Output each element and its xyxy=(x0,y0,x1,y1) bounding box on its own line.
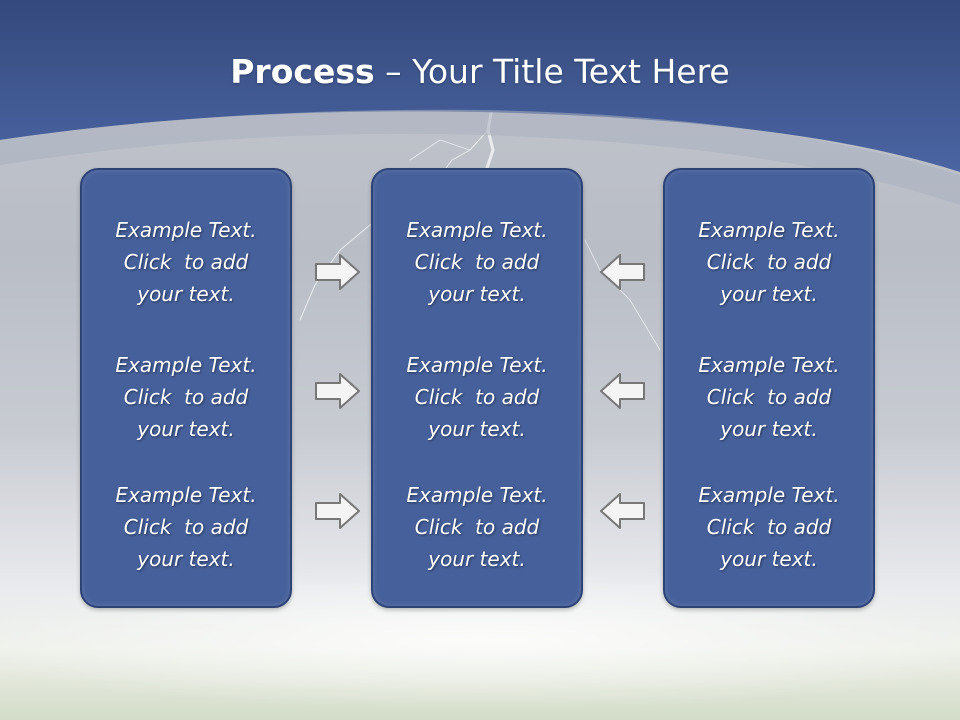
text-line: Example Text. xyxy=(698,218,840,242)
text-block[interactable]: Example Text. Click to add your text. xyxy=(373,214,581,310)
text-line: Click to add xyxy=(706,385,832,409)
text-line: your text. xyxy=(137,282,235,306)
text-line: Example Text. xyxy=(115,218,257,242)
text-line: your text. xyxy=(137,417,235,441)
title-bold: Process xyxy=(230,52,375,91)
text-line: Click to add xyxy=(123,250,249,274)
slide-title: Process – Your Title Text Here xyxy=(0,52,960,91)
text-block[interactable]: Example Text. Click to add your text. xyxy=(373,479,581,575)
text-line: Example Text. xyxy=(406,483,548,507)
text-line: Click to add xyxy=(414,250,540,274)
left-arrow-icon xyxy=(600,254,645,290)
text-line: Click to add xyxy=(706,250,832,274)
text-block[interactable]: Example Text. Click to add your text. xyxy=(82,349,290,445)
process-box-center[interactable]: Example Text. Click to add your text. Ex… xyxy=(371,168,583,608)
text-line: your text. xyxy=(720,282,818,306)
text-line: your text. xyxy=(720,547,818,571)
text-block[interactable]: Example Text. Click to add your text. xyxy=(665,349,873,445)
left-arrow-icon xyxy=(600,493,645,529)
title-rest: – Your Title Text Here xyxy=(374,52,730,91)
right-arrow-icon xyxy=(315,373,360,409)
text-line: your text. xyxy=(428,417,526,441)
text-line: Example Text. xyxy=(406,353,548,377)
text-line: your text. xyxy=(428,547,526,571)
header-swoosh xyxy=(0,109,960,205)
text-line: Click to add xyxy=(123,385,249,409)
text-line: Example Text. xyxy=(698,353,840,377)
header-band xyxy=(0,0,960,172)
text-line: Example Text. xyxy=(115,353,257,377)
text-block[interactable]: Example Text. Click to add your text. xyxy=(373,349,581,445)
text-line: Click to add xyxy=(414,385,540,409)
text-block[interactable]: Example Text. Click to add your text. xyxy=(82,214,290,310)
process-box-right[interactable]: Example Text. Click to add your text. Ex… xyxy=(663,168,875,608)
text-line: your text. xyxy=(428,282,526,306)
text-block[interactable]: Example Text. Click to add your text. xyxy=(665,214,873,310)
text-block[interactable]: Example Text. Click to add your text. xyxy=(665,479,873,575)
text-line: Example Text. xyxy=(698,483,840,507)
left-arrow-icon xyxy=(600,373,645,409)
right-arrow-icon xyxy=(315,254,360,290)
right-arrow-icon xyxy=(315,493,360,529)
text-block[interactable]: Example Text. Click to add your text. xyxy=(82,479,290,575)
text-line: Example Text. xyxy=(406,218,548,242)
text-line: Example Text. xyxy=(115,483,257,507)
text-line: your text. xyxy=(720,417,818,441)
process-box-left[interactable]: Example Text. Click to add your text. Ex… xyxy=(80,168,292,608)
text-line: Click to add xyxy=(414,515,540,539)
text-line: Click to add xyxy=(123,515,249,539)
text-line: Click to add xyxy=(706,515,832,539)
text-line: your text. xyxy=(137,547,235,571)
